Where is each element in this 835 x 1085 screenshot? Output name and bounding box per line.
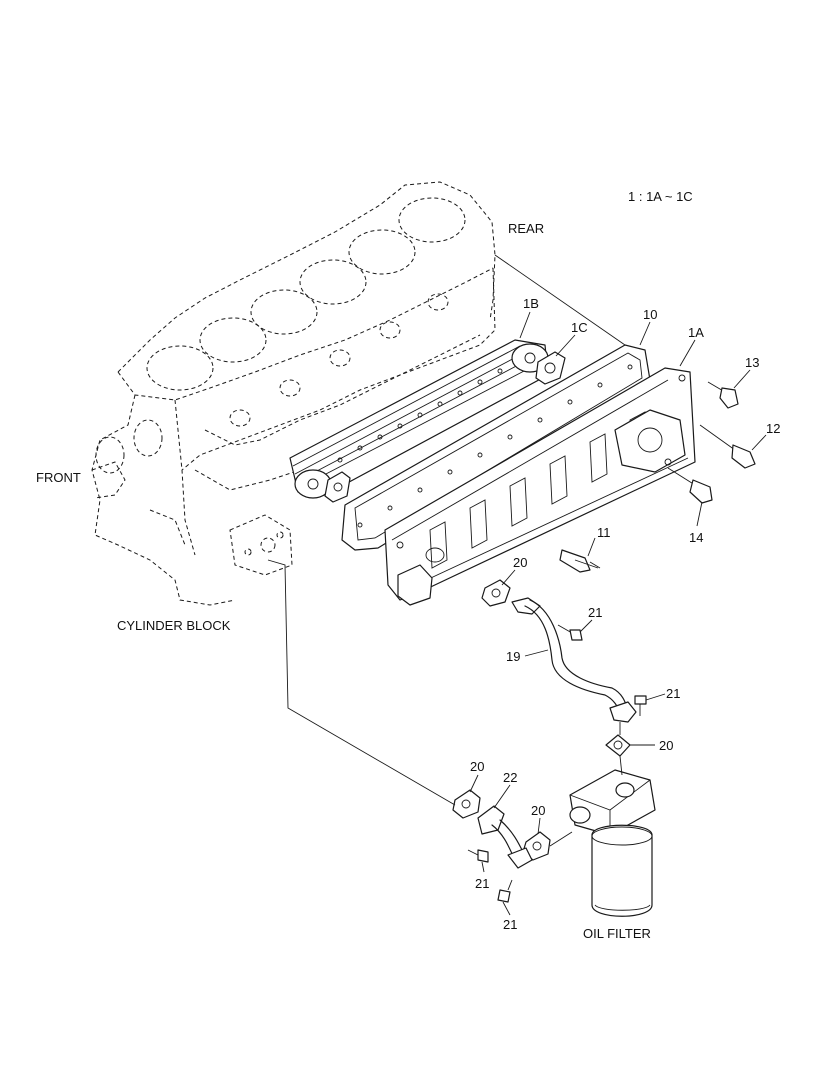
oil-pipe-22 xyxy=(477,805,533,869)
callout-19: 19 xyxy=(506,649,520,664)
callout-21-block-a: 21 xyxy=(475,876,489,891)
callout-11: 11 xyxy=(597,525,611,540)
callout-1c: 1C xyxy=(571,320,588,335)
legend-note: 1 : 1A ~ 1C xyxy=(628,189,693,204)
callout-20-filter-side: 20 xyxy=(531,803,545,818)
cylinder-block-drawing xyxy=(91,181,496,606)
callout-21-pipe-lower: 21 xyxy=(666,686,680,701)
callout-20-upper: 20 xyxy=(513,555,527,570)
callout-20-block: 20 xyxy=(470,759,484,774)
oil-filter-drawing xyxy=(569,769,656,917)
callout-1b: 1B xyxy=(523,296,539,311)
callout-21-pipe-upper: 21 xyxy=(588,605,602,620)
bolt-12 xyxy=(699,424,756,469)
gasket-20-filter-top xyxy=(605,734,631,757)
callout-14: 14 xyxy=(689,530,703,545)
bolt-14 xyxy=(667,467,713,504)
callout-1a: 1A xyxy=(688,325,704,340)
callout-21-block-b: 21 xyxy=(503,917,517,932)
callout-10: 10 xyxy=(643,307,657,322)
gasket-20-block xyxy=(452,789,481,819)
label-front: FRONT xyxy=(36,470,81,485)
bolt-21-block-a xyxy=(467,849,489,863)
label-cylinder-block: CYLINDER BLOCK xyxy=(117,618,231,633)
bolt-13 xyxy=(707,381,739,409)
bolt-21-pipe-upper xyxy=(557,624,583,641)
callout-12: 12 xyxy=(766,421,780,436)
oil-pipe-19 xyxy=(511,597,637,723)
bolt-21-pipe-lower xyxy=(634,695,647,716)
callout-13: 13 xyxy=(745,355,759,370)
oil-cooler-cover-1a xyxy=(384,367,696,606)
label-oil-filter: OIL FILTER xyxy=(583,926,651,941)
stud-11 xyxy=(559,549,601,573)
callout-20-filter-top: 20 xyxy=(659,738,673,753)
bolt-21-block-b xyxy=(497,879,513,903)
gasket-1c xyxy=(324,351,566,503)
callout-22: 22 xyxy=(503,770,517,785)
label-rear: REAR xyxy=(508,221,544,236)
leader-lines xyxy=(267,254,767,916)
gasket-20-upper xyxy=(481,579,511,607)
